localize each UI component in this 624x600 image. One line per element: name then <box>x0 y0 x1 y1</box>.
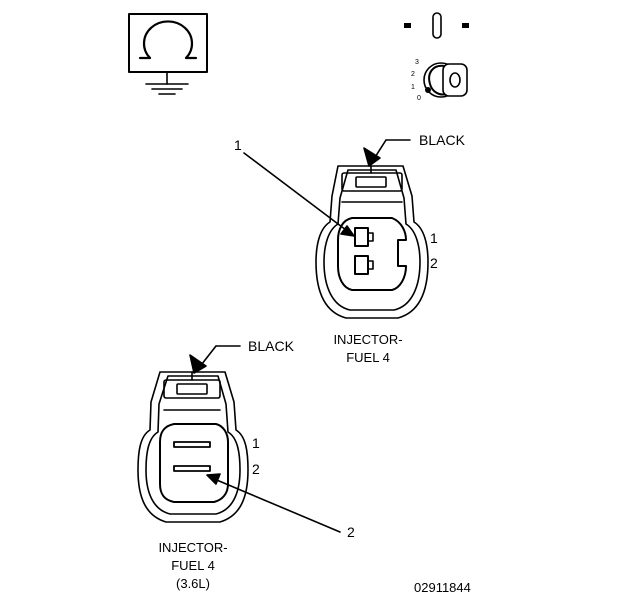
top-connector <box>243 139 429 319</box>
top-connector-name-line2: FUEL 4 <box>346 350 390 365</box>
bottom-connector-name-line2: FUEL 4 <box>171 558 215 573</box>
top-pin-label-1: 1 <box>430 230 438 246</box>
top-color-label: BLACK <box>419 132 466 148</box>
top-pin-label-2: 2 <box>430 255 438 271</box>
bottom-pin-label-1: 1 <box>252 435 260 451</box>
ignition-position-3: 3 <box>415 59 419 66</box>
ignition-position-0: 0 <box>417 95 421 102</box>
figure-id: 02911844 <box>414 580 471 595</box>
bottom-connector-name-line3: (3.6L) <box>176 576 210 591</box>
ignition-switch-icon: 3 2 1 0 <box>404 12 469 102</box>
ignition-position-2: 2 <box>411 71 415 78</box>
bottom-connector <box>137 345 341 533</box>
top-pin-callout: 1 <box>234 137 242 153</box>
top-connector-name-line1: INJECTOR- <box>333 332 402 347</box>
bottom-pin-label-2: 2 <box>252 461 260 477</box>
bottom-connector-name-line1: INJECTOR- <box>158 540 227 555</box>
ground-symbol-icon <box>128 13 208 95</box>
bottom-color-label: BLACK <box>248 338 295 354</box>
ignition-position-1: 1 <box>411 84 415 91</box>
bottom-pin-callout: 2 <box>347 524 355 540</box>
